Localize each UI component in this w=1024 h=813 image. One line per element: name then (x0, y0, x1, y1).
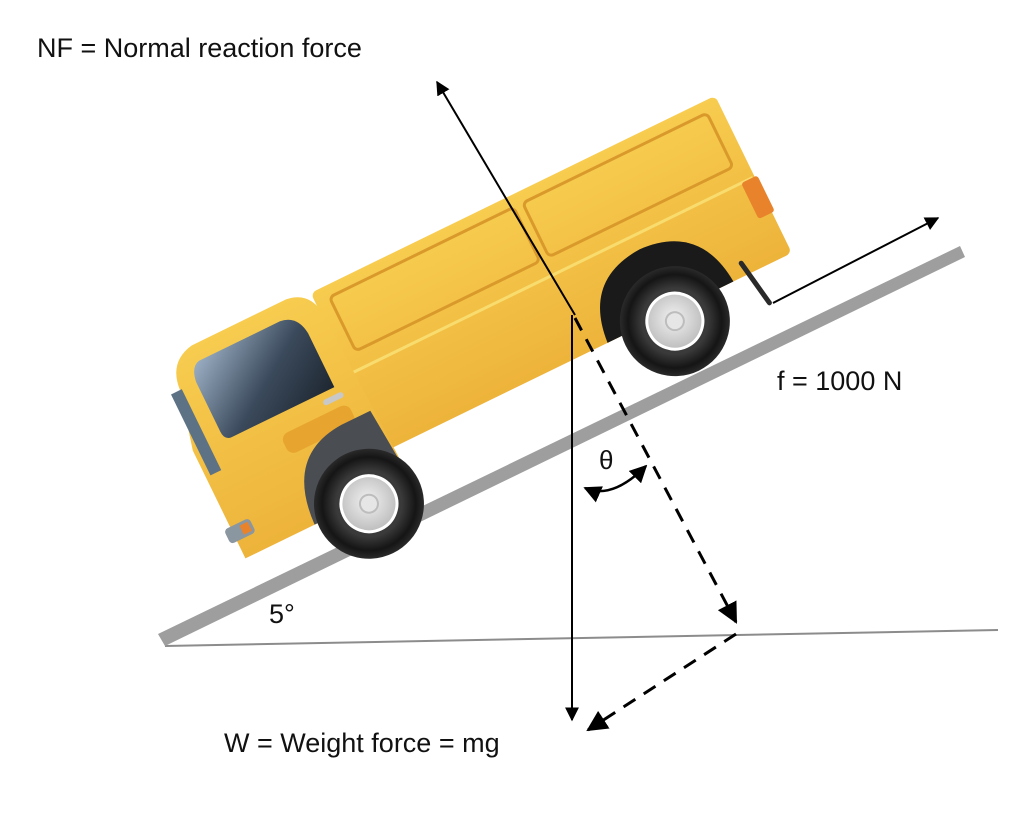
normal-force-arrow (436, 80, 576, 316)
truck (171, 97, 790, 559)
ground-line (164, 629, 999, 647)
weight-force-label: W = Weight force = mg (224, 728, 500, 758)
rear-wheel (600, 241, 772, 377)
normal-force-label: NF = Normal reaction force (37, 33, 362, 63)
weight-perpendicular-component-arrow (573, 317, 738, 624)
theta-angle-arc (583, 464, 648, 503)
incline-angle-label: 5° (269, 599, 295, 629)
friction-force-arrow (772, 217, 940, 304)
weight-parallel-component-arrow (586, 632, 737, 732)
friction-force-label: f = 1000 N (777, 366, 903, 396)
front-wheel (313, 448, 424, 559)
theta-label: θ (599, 445, 614, 475)
